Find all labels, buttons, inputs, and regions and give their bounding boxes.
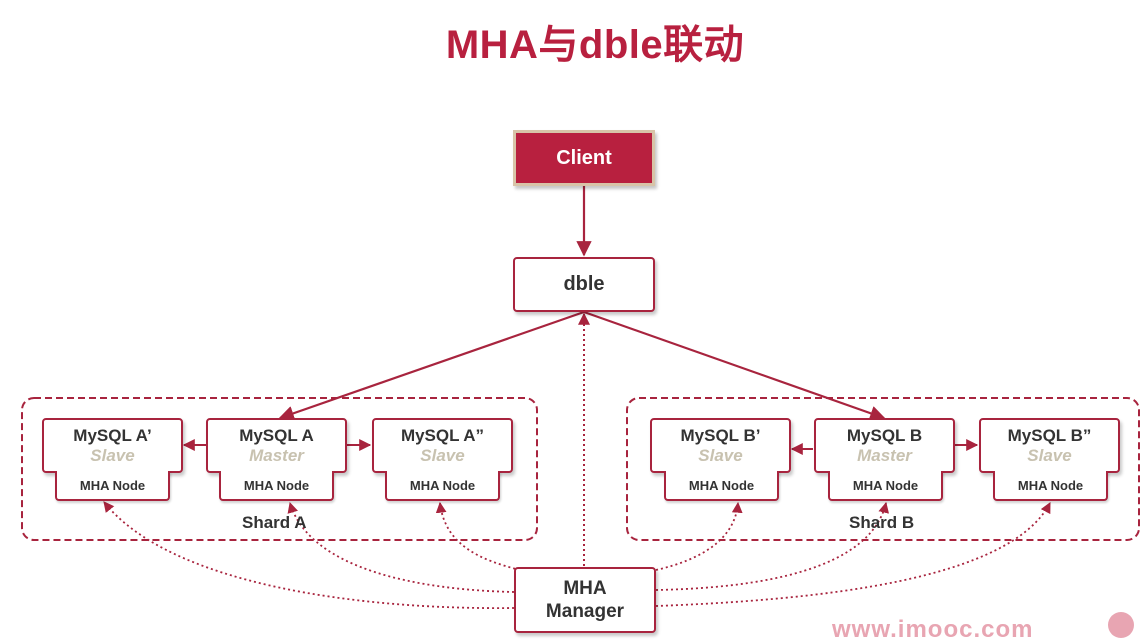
mysql-role: Slave	[90, 446, 135, 465]
mysql-role: Slave	[698, 446, 743, 465]
mha-node-b3: MHA Node	[993, 471, 1108, 501]
mha-node-a3: MHA Node	[385, 471, 500, 501]
mha-node-label: MHA Node	[852, 477, 919, 493]
manager-link-b2	[655, 501, 889, 591]
mha-node-label: MHA Node	[243, 477, 310, 493]
mysql-name: MySQL B	[846, 426, 923, 445]
client-label: Client	[556, 146, 612, 169]
manager-link-a2	[287, 501, 515, 593]
manager-link-a1	[103, 501, 515, 610]
mysql-a-double-prime: MySQL A” Slave	[372, 418, 513, 473]
mysql-name: MySQL B’	[680, 426, 761, 445]
manager-link-a3	[435, 501, 521, 571]
mysql-role: Slave	[420, 446, 465, 465]
manager-link-b1	[655, 501, 743, 571]
mha-node-label: MHA Node	[409, 477, 476, 493]
mysql-name: MySQL A’	[73, 426, 152, 445]
mysql-role: Master	[857, 446, 912, 465]
manager-line2: Manager	[545, 601, 625, 622]
mysql-name: MySQL A	[239, 426, 314, 445]
shard-a-container	[21, 397, 538, 541]
dble-label: dble	[563, 273, 605, 295]
shard-b-label: Shard B	[849, 513, 915, 532]
mysql-name: MySQL B”	[1007, 426, 1092, 445]
shard-b-container	[626, 397, 1140, 541]
mha-node-a2: MHA Node	[219, 471, 334, 501]
arrow-dble-mysql-b	[583, 310, 886, 421]
mha-node-b2: MHA Node	[828, 471, 943, 501]
mha-node-label: MHA Node	[1017, 477, 1084, 493]
imooc-logo-icon	[1108, 612, 1134, 638]
dble-node: dble	[513, 257, 655, 312]
mysql-b-master: MySQL B Master	[814, 418, 955, 473]
manager-link-b3	[655, 502, 1051, 607]
mysql-b-double-prime: MySQL B” Slave	[979, 418, 1120, 473]
mysql-a-prime: MySQL A’ Slave	[42, 418, 183, 473]
mha-node-a1: MHA Node	[55, 471, 170, 501]
mysql-a-master: MySQL A Master	[206, 418, 347, 473]
arrow-dble-mysql-a	[278, 310, 585, 421]
mysql-role: Master	[249, 446, 304, 465]
shard-a-label: Shard A	[242, 513, 307, 532]
mysql-name: MySQL A”	[400, 426, 485, 445]
mha-manager-node: MHA Manager	[514, 567, 656, 633]
watermark-text: www.imooc.com	[832, 616, 1034, 643]
mysql-role: Slave	[1027, 446, 1072, 465]
mysql-b-prime: MySQL B’ Slave	[650, 418, 791, 473]
mha-node-b1: MHA Node	[664, 471, 779, 501]
client-node: Client	[513, 130, 655, 186]
mha-node-label: MHA Node	[79, 477, 146, 493]
page-title: MHA与dble联动	[445, 23, 745, 67]
manager-line1: MHA	[563, 578, 607, 599]
mha-node-label: MHA Node	[688, 477, 755, 493]
